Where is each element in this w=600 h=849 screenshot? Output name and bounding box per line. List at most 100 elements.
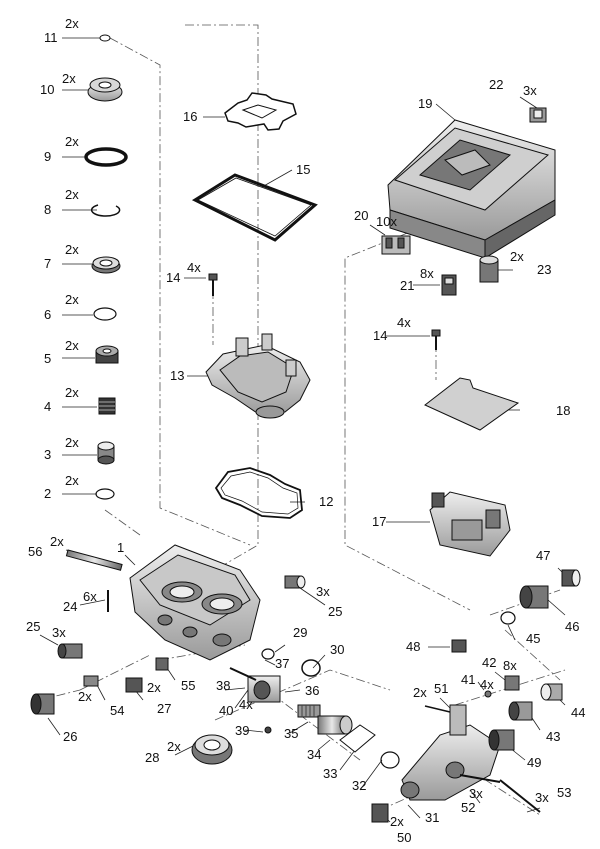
piston-34 <box>317 715 353 735</box>
callout-number: 2 <box>44 486 52 501</box>
o-ring-45 <box>500 611 516 625</box>
cover-13 <box>205 333 311 419</box>
pump-housing-1 <box>129 544 261 661</box>
callout-number: 24 <box>63 599 78 614</box>
callout-number: 50 <box>397 830 412 845</box>
callout-qty: 2x <box>65 385 79 400</box>
callout-number: 7 <box>44 256 52 271</box>
callout-number: 47 <box>536 548 551 563</box>
callout-number: 46 <box>565 619 580 634</box>
fitting-42 <box>504 675 520 691</box>
snap-ring-8 <box>90 204 121 217</box>
callout-qty: 2x <box>167 739 181 754</box>
callout-number: 23 <box>537 262 552 277</box>
callout-qty: 3x <box>535 790 549 805</box>
callout-qty: 2x <box>510 249 524 264</box>
seal-housing-10 <box>87 77 123 102</box>
pump-assembly <box>30 544 581 823</box>
callout-number: 29 <box>293 625 308 640</box>
screw-14b <box>431 329 441 350</box>
callout-qty: 2x <box>62 71 76 86</box>
callout-number: 36 <box>305 683 320 698</box>
washer-41 <box>484 690 492 698</box>
spring-35 <box>297 704 321 718</box>
fitting-50 <box>371 803 389 823</box>
callout-number: 37 <box>275 656 290 671</box>
callout-qty: 6x <box>83 589 97 604</box>
seal-frame-15 <box>191 173 318 242</box>
gasket-16 <box>224 92 297 131</box>
valve-body-38 <box>247 675 281 703</box>
ball-39 <box>264 726 272 734</box>
plate-18 <box>424 377 520 431</box>
fitting-47 <box>561 569 581 587</box>
fitting-49 <box>488 729 515 751</box>
callout-number: 41 <box>461 672 476 687</box>
callout-number: 45 <box>526 631 541 646</box>
callout-number: 25 <box>26 619 41 634</box>
gasket-12 <box>214 467 303 519</box>
fitting-43 <box>508 701 533 721</box>
callout-number: 18 <box>556 403 571 418</box>
callout-qty: 2x <box>65 242 79 257</box>
plug-25-left <box>57 643 83 659</box>
callout-number: 28 <box>145 750 160 765</box>
callout-number: 19 <box>418 96 433 111</box>
terminal-21 <box>441 274 457 296</box>
callout-number: 39 <box>235 723 250 738</box>
callout-number: 10 <box>40 82 55 97</box>
pin-53 <box>499 779 541 813</box>
callout-number: 9 <box>44 149 52 164</box>
housing-17 <box>429 491 511 557</box>
callout-qty: 10x <box>376 214 397 229</box>
callout-number: 42 <box>482 655 497 670</box>
callout-qty: 4x <box>187 260 201 275</box>
callout-qty: 2x <box>65 292 79 307</box>
callout-number: 1 <box>117 540 125 555</box>
callout-number: 44 <box>571 705 586 720</box>
callout-number: 53 <box>557 785 572 800</box>
callout-number: 31 <box>425 810 440 825</box>
callout-number: 25 <box>328 604 343 619</box>
pin-51 <box>424 705 451 713</box>
plug-27 <box>125 677 143 693</box>
callout-number: 54 <box>110 703 125 718</box>
callout-number: 16 <box>183 109 198 124</box>
clip-22 <box>529 107 547 123</box>
callout-number: 52 <box>461 800 476 815</box>
gasket-33 <box>339 724 376 753</box>
callout-number: 3 <box>44 447 52 462</box>
callout-qty: 2x <box>65 338 79 353</box>
plug-55 <box>155 657 169 671</box>
callout-number: 55 <box>181 678 196 693</box>
left-seal-stack <box>84 34 128 500</box>
callout-qty: 2x <box>50 534 64 549</box>
callout-qty: 2x <box>65 435 79 450</box>
callout-qty: 2x <box>390 814 404 829</box>
plug-25-right <box>284 575 306 589</box>
callout-number: 8 <box>44 202 52 217</box>
o-ring-9 <box>84 147 128 167</box>
callout-qty: 2x <box>413 685 427 700</box>
o-ring-2 <box>95 488 115 500</box>
callout-number: 33 <box>323 766 338 781</box>
callout-number: 13 <box>170 368 185 383</box>
o-ring-6 <box>93 307 117 321</box>
callout-number: 48 <box>406 639 421 654</box>
callout-number: 27 <box>157 701 172 716</box>
callout-qty: 2x <box>78 689 92 704</box>
callout-qty: 4x <box>480 677 494 692</box>
callout-number: 11 <box>44 30 58 45</box>
callout-number: 6 <box>44 307 52 322</box>
pin-52 <box>459 774 501 783</box>
callout-qty: 4x <box>239 697 253 712</box>
controller-19 <box>387 119 556 259</box>
callout-number: 17 <box>372 514 387 529</box>
callout-number: 21 <box>400 278 415 293</box>
callout-number: 14 <box>373 328 388 343</box>
seal-5 <box>95 345 119 364</box>
callout-number: 26 <box>63 729 78 744</box>
manifold-31 <box>400 704 501 801</box>
